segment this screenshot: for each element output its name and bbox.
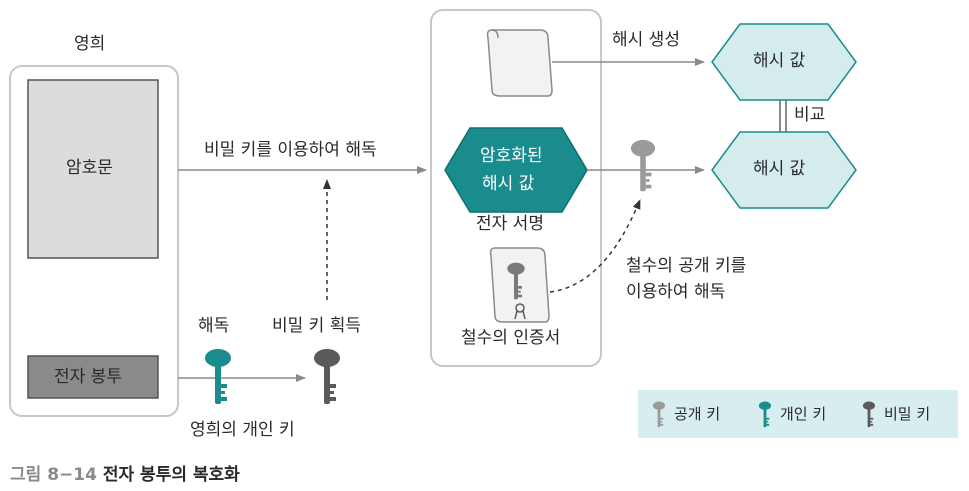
certificate-to-public-key-arrow xyxy=(549,199,641,293)
younghee-private-key-label: 영희의 개인 키 xyxy=(190,420,295,440)
legend-public-key-label: 공개 키 xyxy=(674,405,721,423)
digital-envelope-label: 전자 봉투 xyxy=(54,367,122,387)
hash-value-hexagon-top xyxy=(711,23,857,101)
encrypted-hash-hexagon xyxy=(444,127,588,213)
digital-envelope-box xyxy=(27,355,159,399)
decrypt-with-secret-key-label: 비밀 키를 이용하여 해독 xyxy=(204,140,377,160)
younghee-label: 영희 xyxy=(74,34,106,54)
figure-caption: 그림 8−14 전자 봉투의 복호화 xyxy=(10,460,240,485)
digital-signature-label: 전자 서명 xyxy=(476,214,544,234)
secret-key-icon xyxy=(314,349,340,404)
hash-value-hexagon-bottom xyxy=(711,131,857,209)
public-key-icon xyxy=(630,139,656,192)
encrypted-hash-label-line2: 해시 값 xyxy=(482,174,535,194)
document-icon xyxy=(486,29,553,97)
ciphertext-box xyxy=(27,79,159,259)
legend-private-key-label: 개인 키 xyxy=(780,405,827,423)
ciphertext-label: 암호문 xyxy=(66,158,113,178)
hash-generation-label: 해시 생성 xyxy=(612,30,680,50)
certificate-icon xyxy=(489,247,550,323)
public-key-decrypt-label-line2: 이용하여 해독 xyxy=(626,282,726,302)
obtain-secret-key-label: 비밀 키 획득 xyxy=(272,316,362,336)
public-key-decrypt-label-line1: 철수의 공개 키를 xyxy=(626,256,747,276)
compare-label: 비교 xyxy=(794,105,826,125)
hash-value-top-label: 해시 값 xyxy=(753,51,806,71)
hash-value-bottom-label: 해시 값 xyxy=(753,159,806,179)
figure-title: 전자 봉투의 복호화 xyxy=(102,465,240,485)
cheolsu-certificate-label: 철수의 인증서 xyxy=(461,328,561,348)
legend-secret-key-label: 비밀 키 xyxy=(884,405,931,423)
private-key-icon xyxy=(205,349,231,404)
encrypted-hash-label-line1: 암호화된 xyxy=(480,146,543,166)
figure-number: 그림 8−14 xyxy=(10,465,97,485)
decrypt-label: 해독 xyxy=(198,316,230,336)
legend-box xyxy=(638,390,958,438)
